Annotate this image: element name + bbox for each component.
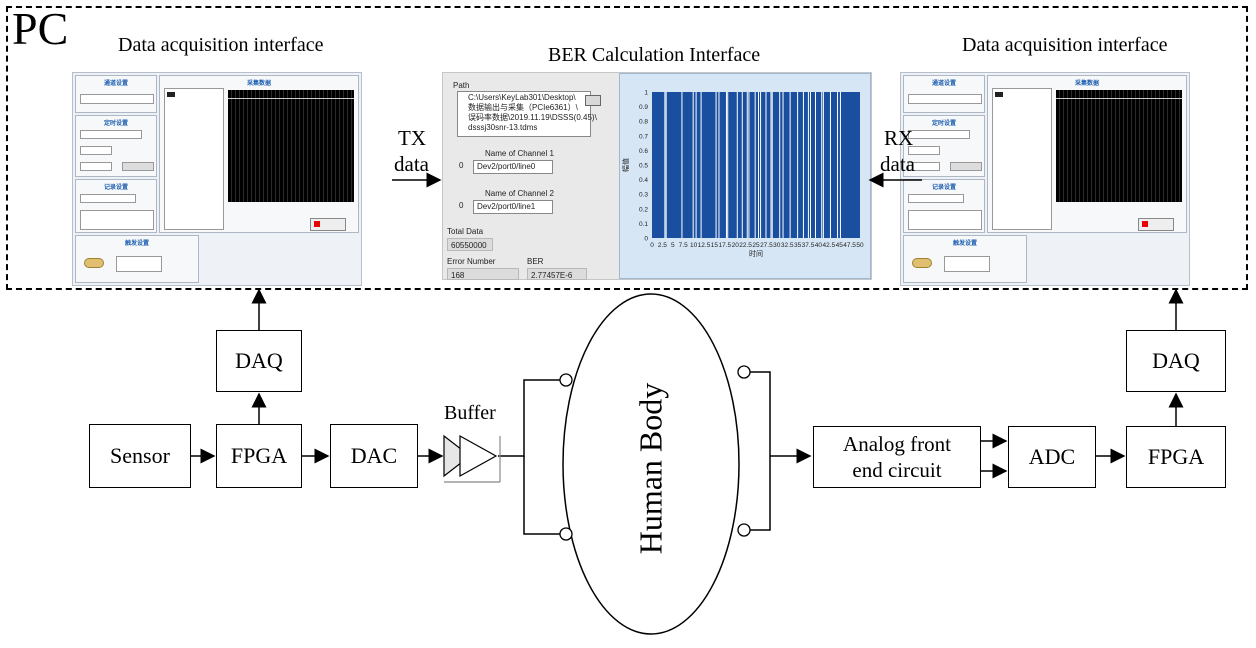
path-line-1: C:\Users\KeyLab301\Desktop\: [468, 93, 576, 102]
total-data-value: 60550000: [447, 238, 493, 251]
timing-settings-panel: 定时设置: [903, 115, 985, 177]
buffer-label: Buffer: [444, 402, 496, 424]
ber-title: BER Calculation Interface: [548, 44, 761, 66]
tx-label-line2: data: [394, 152, 429, 176]
channel1-input[interactable]: Dev2/port0/line0: [473, 160, 553, 174]
acquired-data-panel: 采集数据: [159, 75, 359, 233]
trigger-settings-panel: 触发设置: [903, 235, 1027, 283]
timing-settings-panel: 定时设置: [75, 115, 157, 177]
electrodes: [559, 365, 751, 541]
dac-block: DAC: [330, 424, 418, 488]
channel-settings-panel: 通道设置: [903, 75, 985, 113]
human-body-ellipse: [562, 293, 740, 635]
path-field[interactable]: C:\Users\KeyLab301\Desktop\ 数据输出与采集（PCIe…: [457, 91, 597, 137]
channel2-label: Name of Channel 2: [485, 189, 554, 198]
browse-folder-icon[interactable]: [585, 95, 601, 106]
right-panel-title: Data acquisition interface: [962, 34, 1168, 56]
left-panel-title: Data acquisition interface: [118, 34, 324, 56]
channel-settings-panel: 通道设置: [75, 75, 157, 113]
channel2-index[interactable]: 0: [459, 201, 464, 210]
error-number-value: 168: [447, 268, 519, 280]
channel2-input[interactable]: Dev2/port0/line1: [473, 200, 553, 214]
error-number-label: Error Number: [447, 257, 496, 266]
rx-label-line1: RX: [884, 126, 914, 150]
afe-line-2: end circuit: [852, 458, 942, 482]
channel1-label: Name of Channel 1: [485, 149, 554, 158]
right-daq-interface: 通道设置 定时设置 记录设置 触发设置 采集数据: [900, 72, 1190, 286]
stop-button[interactable]: [1138, 218, 1174, 231]
path-label: Path: [453, 81, 470, 90]
afe-block: Analog front end circuit: [813, 426, 981, 488]
afe-line-1: Analog front: [843, 432, 951, 456]
daq-left-block: DAQ: [216, 330, 302, 392]
fpga-left-block: FPGA: [216, 424, 302, 488]
human-body-text: Human Body: [632, 382, 669, 555]
total-data-label: Total Data: [447, 227, 484, 236]
trigger-settings-panel: 触发设置: [75, 235, 199, 283]
left-daq-interface: 通道设置 定时设置 记录设置 触发设置 采集数据: [72, 72, 362, 286]
record-settings-panel: 记录设置: [75, 179, 157, 233]
buffer-symbol: [443, 434, 501, 483]
tx-label-line1: TX: [398, 126, 426, 150]
fpga-right-block: FPGA: [1126, 426, 1226, 488]
ber-label: BER: [527, 257, 544, 266]
path-line-4: dsssj30snr-13.tdms: [468, 123, 538, 132]
scope-display: [228, 90, 354, 202]
channel1-index[interactable]: 0: [459, 161, 464, 170]
record-settings-panel: 记录设置: [903, 179, 985, 233]
pc-frame: [6, 6, 1248, 290]
scope-display: [1056, 90, 1182, 202]
adc-block: ADC: [1008, 426, 1096, 488]
rx-label-line2: data: [880, 152, 915, 176]
path-line-3: 误码率数据\2019.11.19\DSSS(0.45)\: [468, 113, 597, 122]
stop-button[interactable]: [310, 218, 346, 231]
daq-right-block: DAQ: [1126, 330, 1226, 392]
pc-label: PC: [12, 3, 69, 54]
path-line-2: 数据输出与采集（PCIe6361）\: [468, 103, 578, 112]
sensor-block: Sensor: [89, 424, 191, 488]
ber-value: 2.77457E-6: [527, 268, 587, 280]
acquired-data-panel: 采集数据: [987, 75, 1187, 233]
